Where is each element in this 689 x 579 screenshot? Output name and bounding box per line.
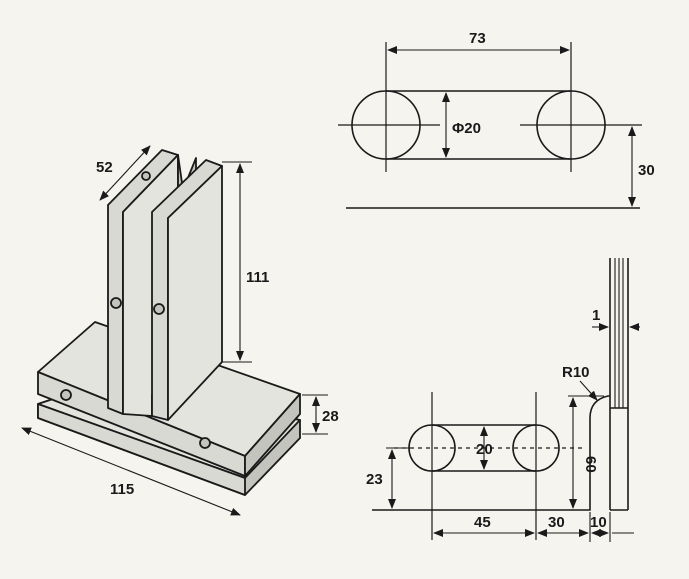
screw-icon [199,437,211,449]
dim-label-1: 1 [592,307,600,324]
dim-label-10: 10 [590,514,607,531]
dim-label-60: 60 [582,456,599,473]
dim-label-30-top: 30 [638,162,655,179]
dim-label-73: 73 [469,30,486,47]
dim-label-r10: R10 [562,364,590,381]
dim-label-30-bottom: 30 [548,514,565,531]
dim-label-45: 45 [474,514,491,531]
screw-icon [110,297,122,309]
dim-label-phi20: Φ20 [452,120,481,137]
side-view: 20 23 60 R10 1 45 30 10 [366,258,640,542]
dim-label-52: 52 [96,159,113,176]
dim-label-23: 23 [366,471,383,488]
dim-label-28: 28 [322,408,339,425]
screw-icon [153,303,165,315]
dim-label-111: 111 [246,269,269,286]
clamp-profile [372,395,610,511]
dim-line-52 [99,145,151,201]
dim-label-20: 20 [476,441,493,458]
base-plate-upper-side [244,393,301,477]
dim-line-115 [21,427,241,516]
dim-label-115: 115 [110,481,134,498]
isometric-view: 52 111 28 115 [21,145,339,516]
leader-r10 [579,380,598,401]
screw-icon [60,389,72,401]
top-view: 73 Φ20 30 [338,30,655,209]
screw-icon [141,171,151,181]
